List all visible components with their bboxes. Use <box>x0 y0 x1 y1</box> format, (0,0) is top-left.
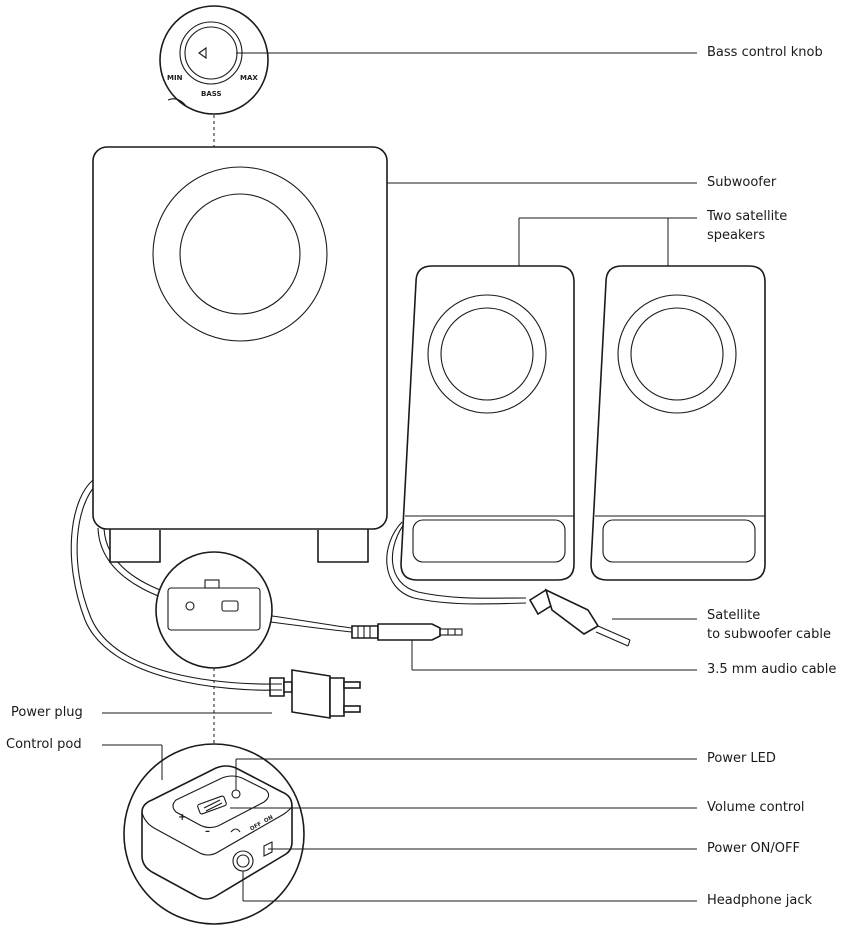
back-panel-inset <box>155 551 273 669</box>
label-subwoofer: Subwoofer <box>707 175 777 190</box>
label-control-pod: Control pod <box>6 737 82 752</box>
subwoofer <box>92 146 388 563</box>
audio-plug-3-5mm <box>351 623 463 641</box>
pod-minus-label: – <box>205 826 210 837</box>
label-power-led: Power LED <box>707 751 776 766</box>
label-bass-control-knob: Bass control knob <box>707 45 823 60</box>
bass-knob-inset: MIN MAX BASS <box>159 5 269 115</box>
pod-on-label: ON <box>263 814 274 824</box>
label-power-on-off: Power ON/OFF <box>707 841 800 856</box>
label-satellite-cable-2: to subwoofer cable <box>707 627 832 642</box>
power-plug <box>269 669 361 719</box>
pod-plus-label: + <box>178 812 186 823</box>
knob-max-label: MAX <box>240 74 258 82</box>
knob-min-label: MIN <box>167 74 183 82</box>
label-headphone-jack: Headphone jack <box>707 893 813 908</box>
label-two-satellite-speakers-2: speakers <box>707 228 766 243</box>
label-power-plug: Power plug <box>11 705 83 720</box>
satellite-speaker-left <box>400 265 575 581</box>
label-two-satellite-speakers-1: Two satellite <box>707 209 788 224</box>
label-satellite-cable-1: Satellite <box>707 608 761 623</box>
control-pod-inset: + – OFF ON <box>123 743 305 925</box>
pod-off-label: OFF <box>249 821 263 832</box>
satellite-plug <box>528 588 631 647</box>
knob-bass-label: BASS <box>201 90 222 98</box>
label-volume-control: Volume control <box>707 800 805 815</box>
satellite-speaker-right <box>590 265 766 581</box>
leader-lines <box>102 52 697 902</box>
label-audio-cable: 3.5 mm audio cable <box>707 662 837 677</box>
